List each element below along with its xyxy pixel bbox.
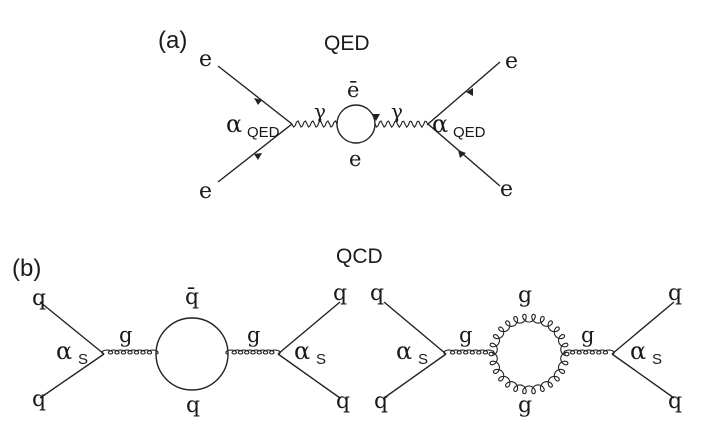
loop-arrow	[372, 114, 380, 121]
label-gluon-left: g	[119, 323, 132, 347]
coupling-alpha-s-right: α	[294, 337, 310, 365]
panel-b-label: (b)	[12, 255, 41, 282]
quark-line-bottom-left	[39, 353, 105, 399]
label-e-top-left: e	[199, 47, 212, 72]
label-q-top-right-2: q	[668, 281, 682, 306]
label-photon-right: γ	[391, 99, 403, 123]
coupling-alpha-s-right-sub-2: S	[652, 351, 662, 368]
label-loop-bottom-g: g	[518, 393, 532, 418]
quark-line-bottom-left-2	[383, 353, 447, 399]
label-gluon-right-2: g	[581, 323, 594, 347]
label-q-bottom-right: q	[336, 389, 350, 414]
label-loop-top-g: g	[518, 283, 532, 308]
arrow-bottom-right	[458, 150, 466, 158]
panel-b-title: QCD	[336, 245, 383, 268]
photon-line-left	[291, 120, 338, 128]
gluon-loop	[488, 313, 570, 395]
gluon-line-left	[101, 349, 159, 355]
coupling-alpha-s-right-2: α	[630, 337, 646, 365]
label-e-bottom-left: e	[199, 179, 212, 204]
coupling-alpha-s-left-sub: S	[78, 351, 88, 368]
coupling-alpha-s-right-sub: S	[316, 351, 326, 368]
quark-loop	[155, 317, 229, 391]
qcd-quark-loop-diagram: q q q q α S α S g g q̄ q	[32, 281, 350, 418]
coupling-alpha-left-sub: QED	[247, 124, 280, 141]
label-loop-top-qbar: q̄	[185, 285, 199, 310]
quark-line-bottom-right-2	[611, 353, 675, 399]
arrow-top-left	[254, 98, 262, 105]
coupling-alpha-right-sub: QED	[453, 124, 486, 141]
label-e-top-right: e	[505, 49, 518, 74]
quark-line-top-left	[39, 301, 105, 355]
label-gluon-right: g	[247, 323, 260, 347]
quark-line-top-right-2	[611, 301, 675, 355]
panel-a-title: QED	[324, 32, 370, 55]
label-photon-left: γ	[314, 99, 326, 123]
label-q-bottom-left-2: q	[374, 389, 388, 414]
quark-line-bottom-right	[277, 353, 341, 399]
label-loop-top: ē	[347, 78, 359, 102]
label-q-top-left: q	[32, 286, 46, 311]
coupling-alpha-right: α	[432, 110, 448, 138]
gluon-line-right-2	[563, 349, 615, 355]
arrow-top-right	[466, 88, 473, 96]
electron-line-bottom-right	[427, 123, 501, 187]
quark-line-top-right	[277, 301, 341, 355]
label-loop-bottom: e	[349, 147, 361, 171]
photon-line-right	[374, 120, 429, 129]
gluon-line-left-2	[443, 349, 495, 355]
gluon-line-right	[225, 349, 281, 355]
electron-line-top-right	[427, 61, 501, 125]
label-q-top-right: q	[333, 281, 347, 306]
coupling-alpha-left: α	[226, 110, 242, 138]
label-q-top-left-2: q	[370, 281, 384, 306]
electron-line-top-left	[217, 65, 293, 125]
panel-b: (b) QCD q q q q α S α S g g q̄ q	[12, 245, 682, 418]
label-loop-bottom-q: q	[186, 393, 200, 418]
label-gluon-left-2: g	[459, 323, 472, 347]
electron-line-bottom-left	[217, 123, 293, 183]
coupling-alpha-s-left-sub-2: S	[418, 351, 428, 368]
label-q-bottom-left: q	[32, 387, 46, 412]
panel-a: (a) QED e e e e α QED α QED γ γ ē e	[158, 27, 518, 204]
qcd-gluon-loop-diagram: q q q q α S α S g g g g	[370, 281, 682, 418]
panel-a-label: (a)	[158, 27, 187, 54]
quark-line-top-left-2	[383, 301, 447, 355]
arrow-bottom-left	[254, 153, 262, 160]
coupling-alpha-s-left: α	[56, 337, 72, 365]
label-q-bottom-right-2: q	[668, 389, 682, 414]
electron-loop	[336, 104, 376, 144]
coupling-alpha-s-left-2: α	[396, 337, 412, 365]
label-e-bottom-right: e	[500, 177, 513, 202]
